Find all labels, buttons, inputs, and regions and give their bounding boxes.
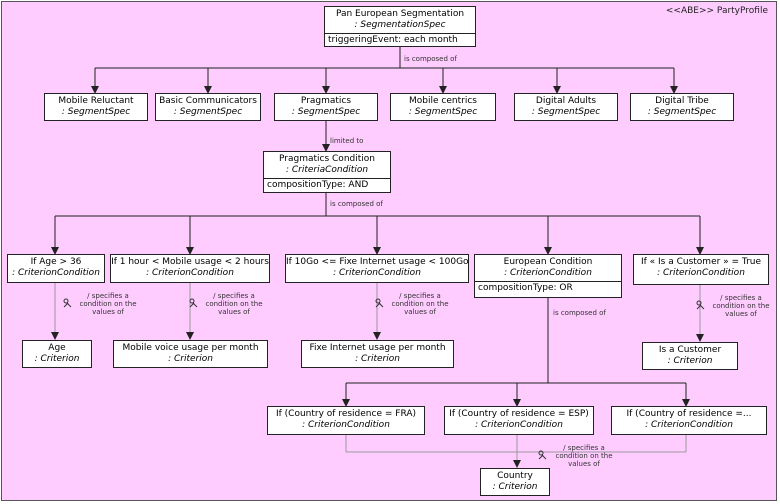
node-attribute: compositionType: OR: [475, 281, 621, 295]
country-condition-other[interactable]: If (Country of residence =...: Criterion…: [611, 406, 767, 435]
criterion-node-mobile-voice[interactable]: Mobile voice usage per month: Criterion: [113, 340, 268, 368]
segment-node-mobile-reluctant[interactable]: Mobile Reluctant: SegmentSpec: [44, 93, 148, 121]
label-limited-to: limited to: [330, 137, 364, 145]
node-name: Country: [497, 471, 533, 481]
node-type: : CriterionCondition: [475, 420, 563, 430]
criterion-node-internet[interactable]: Fixe Internet usage per month: Criterion: [301, 340, 454, 368]
criterion-node-country[interactable]: Country: Criterion: [480, 468, 550, 496]
criterion-node-age[interactable]: Age: Criterion: [22, 340, 92, 368]
node-attribute: compositionType: AND: [264, 178, 390, 192]
label-is-composed-of-conditions: is composed of: [330, 200, 383, 208]
segment-node-digital-adults[interactable]: Digital Adults: SegmentSpec: [514, 93, 618, 121]
node-name: Basic Communicators: [159, 96, 257, 106]
node-type: : SegmentSpec: [647, 107, 717, 117]
node-name: Is a Customer: [658, 345, 722, 355]
label-is-composed-of-countries: is composed of: [553, 309, 606, 317]
node-type: : SegmentSpec: [291, 107, 361, 117]
condition-icon: [63, 298, 72, 308]
root-segmentation-node[interactable]: Pan European Segmentation : Segmentation…: [324, 6, 476, 47]
node-type: : SegmentSpec: [408, 107, 478, 117]
label-is-composed-of-segments: is composed of: [404, 55, 457, 63]
node-name: If (Country of residence = FRA): [275, 409, 416, 419]
segment-node-pragmatics[interactable]: Pragmatics: SegmentSpec: [274, 93, 378, 121]
node-type: : Criterion: [34, 354, 80, 364]
node-type: : CriterionCondition: [657, 268, 745, 278]
specifies-condition-age: / specifies a condition on the values of: [63, 292, 139, 316]
node-type: : Criterion: [667, 356, 713, 366]
node-type: : SegmentSpec: [173, 107, 243, 117]
node-name: Pan European Segmentation: [335, 9, 465, 19]
node-name: If (Country of residence =...: [626, 409, 752, 419]
node-type: : CriterionCondition: [504, 268, 592, 278]
frame-label: <<ABE>> PartyProfile: [665, 6, 768, 16]
condition-icon: [696, 300, 705, 310]
segment-node-basic-communicators[interactable]: Basic Communicators: SegmentSpec: [155, 93, 261, 121]
condition-icon: [538, 450, 547, 460]
node-name: If 1 hour < Mobile usage < 2 hours: [111, 257, 269, 267]
node-name: Mobile voice usage per month: [122, 343, 259, 353]
node-type: : SegmentSpec: [61, 107, 131, 117]
condition-node-mobile-usage[interactable]: If 1 hour < Mobile usage < 2 hours: Crit…: [110, 254, 270, 283]
node-type: : CriterionCondition: [302, 420, 390, 430]
pragmatics-condition-node[interactable]: Pragmatics Condition : CriteriaCondition…: [263, 151, 391, 193]
node-type: : CriterionCondition: [333, 268, 421, 278]
specifies-condition-country: / specifies a condition on the values of: [538, 444, 616, 468]
node-attribute: triggeringEvent: each month: [325, 33, 475, 47]
node-type: : Criterion: [168, 354, 213, 364]
node-name: If 10Go <= Fixe Internet usage < 100Go: [286, 257, 468, 267]
node-name: Pragmatics: [300, 96, 352, 106]
node-type: : CriteriaCondition: [285, 165, 369, 175]
criterion-node-customer[interactable]: Is a Customer: Criterion: [642, 342, 738, 370]
node-type: : SegmentSpec: [531, 107, 601, 117]
segment-node-mobile-centrics[interactable]: Mobile centrics: SegmentSpec: [390, 93, 496, 121]
condition-node-customer[interactable]: If « Is a Customer » = True: CriterionCo…: [633, 254, 769, 285]
condition-icon: [375, 298, 384, 308]
specifies-condition-mobile: / specifies a condition on the values of: [189, 292, 265, 316]
node-name: If (Country of residence = ESP): [449, 409, 589, 419]
node-name: If « Is a Customer » = True: [640, 257, 762, 267]
node-name: European Condition: [503, 257, 593, 267]
node-type: : Criterion: [492, 482, 538, 492]
segment-node-digital-tribe[interactable]: Digital Tribe: SegmentSpec: [630, 93, 734, 121]
node-name: Digital Adults: [535, 96, 597, 106]
specifies-condition-customer: / specifies a condition on the values of: [696, 294, 772, 318]
specifies-condition-internet: / specifies a condition on the values of: [375, 292, 451, 316]
node-type: : CriterionCondition: [645, 420, 733, 430]
node-name: Digital Tribe: [655, 96, 709, 106]
condition-node-european[interactable]: European Condition: CriterionCondition c…: [474, 254, 622, 298]
condition-icon: [189, 298, 198, 308]
country-condition-fra[interactable]: If (Country of residence = FRA): Criteri…: [267, 406, 425, 435]
node-type: : SegmentationSpec: [354, 20, 446, 30]
condition-node-age[interactable]: If Age > 36: CriterionCondition: [7, 254, 105, 283]
condition-node-internet-usage[interactable]: If 10Go <= Fixe Internet usage < 100Go: …: [285, 254, 469, 283]
node-type: : CriterionCondition: [12, 268, 100, 278]
node-type: : Criterion: [355, 354, 400, 364]
node-name: Mobile Reluctant: [58, 96, 134, 106]
node-name: Mobile centrics: [409, 96, 477, 106]
node-name: Fixe Internet usage per month: [309, 343, 446, 353]
node-name: If Age > 36: [30, 257, 82, 267]
country-condition-esp[interactable]: If (Country of residence = ESP): Criteri…: [444, 406, 594, 435]
node-name: Age: [48, 343, 66, 353]
node-name: Pragmatics Condition: [279, 154, 375, 164]
node-type: : CriterionCondition: [146, 268, 234, 278]
